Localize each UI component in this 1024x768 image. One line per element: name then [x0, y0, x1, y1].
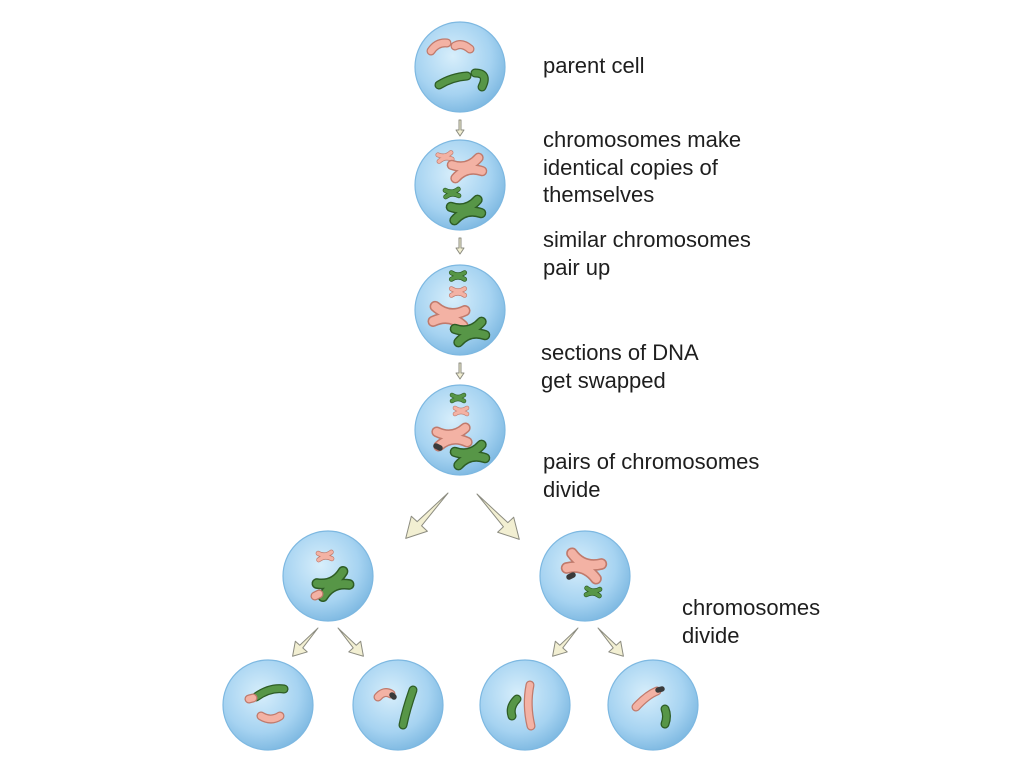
pink-chromosome-copy: [452, 158, 482, 178]
green-chromosome-copy: [451, 200, 481, 220]
swapped-dna-section: [389, 692, 397, 700]
label-line: divide: [543, 476, 601, 502]
pink-chromosome-pair: [433, 306, 465, 325]
label-dna-swap: sections of DNA get swapped: [541, 339, 699, 394]
label-line: parent cell: [543, 53, 645, 78]
pink-chromosome-copy: [438, 153, 452, 162]
down-right-arrow-icon: [337, 627, 364, 657]
green-chromosome: [434, 71, 472, 90]
label-chromosomes-divide: chromosomes divide: [682, 594, 820, 649]
swapped-dna-section: [433, 443, 443, 451]
down-right-arrow-icon: [476, 493, 520, 540]
paired-chromosomes-cell: [414, 264, 506, 356]
swapped-dna-section: [655, 686, 665, 693]
label-line: chromosomes: [682, 595, 821, 620]
down-arrow-icon: [455, 237, 465, 255]
replicated-chromosomes-cell: [414, 139, 506, 231]
pink-chromosome-pair: [437, 428, 468, 446]
pink-chromosome: [631, 686, 662, 712]
daughter-cell-right: [539, 530, 631, 622]
swapped-dna-section: [244, 693, 258, 704]
label-pair-up: similar chromosomes pair up: [543, 226, 751, 281]
daughter-cell-left: [282, 530, 374, 622]
pink-chromosome-copy: [318, 552, 332, 560]
label-line: similar chromosomes: [543, 227, 751, 252]
label-line: get swapped: [541, 367, 666, 393]
label-line: pair up: [543, 254, 611, 280]
swapped-dna-section: [566, 572, 576, 580]
pink-chromosome-copy: [451, 289, 464, 296]
pink-chromosome: [450, 40, 475, 54]
green-chromosome-copy: [586, 588, 600, 596]
gamete-cell: [607, 659, 699, 751]
down-arrow-icon: [455, 119, 465, 137]
pink-chromosome-copy: [455, 408, 467, 414]
swapped-dna-section: [310, 589, 324, 601]
green-chromosome-pair: [455, 445, 485, 465]
pink-chromosome: [373, 688, 396, 702]
down-left-arrow-icon: [292, 627, 319, 657]
pink-chromosome: [256, 711, 285, 724]
down-left-arrow-icon: [552, 627, 579, 657]
down-arrow-icon: [455, 362, 465, 380]
green-chromosome: [660, 704, 671, 729]
label-pairs-divide: pairs of chromosomes divide: [543, 448, 759, 503]
down-right-arrow-icon: [597, 627, 624, 657]
label-line: chromosomes make: [543, 127, 742, 152]
down-left-arrow-icon: [405, 492, 449, 539]
parent-cell: [414, 21, 506, 113]
green-chromosome: [506, 694, 522, 721]
green-chromosome: [398, 685, 418, 730]
green-chromosome: [470, 68, 489, 92]
label-line: identical copies of: [543, 154, 718, 180]
label-make-copies: chromosomes make identical copies of the…: [543, 126, 741, 209]
gamete-cell: [222, 659, 314, 751]
green-chromosome-copy: [451, 273, 464, 280]
pink-chromosome: [523, 680, 536, 731]
label-line: themselves: [543, 182, 655, 207]
label-line: pairs of chromosomes: [543, 449, 760, 474]
green-chromosome-copy: [452, 395, 464, 401]
gamete-cell: [479, 659, 571, 751]
label-line: divide: [682, 622, 740, 648]
pink-chromosome: [426, 38, 452, 56]
green-chromosome: [251, 684, 289, 702]
gamete-cell: [352, 659, 444, 751]
crossover-cell: [414, 384, 506, 476]
green-chromosome-pair: [455, 322, 485, 342]
label-line: sections of DNA: [541, 340, 699, 365]
label-parent-cell: parent cell: [543, 52, 645, 80]
green-chromosome-copy: [445, 189, 459, 197]
